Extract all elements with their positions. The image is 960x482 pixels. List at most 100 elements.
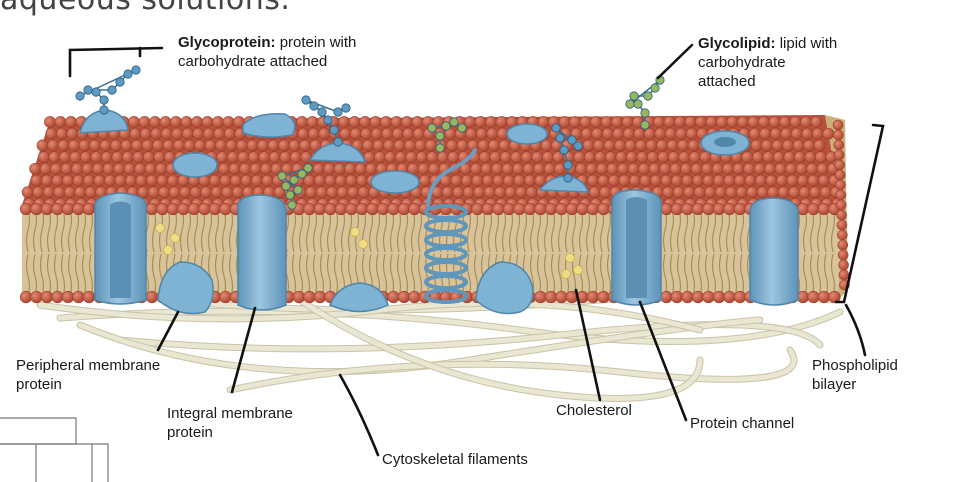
phospholipid-head — [612, 127, 625, 140]
phospholipid-head — [89, 139, 101, 152]
phospholipid-head — [219, 202, 232, 216]
phospholipid-head — [82, 290, 96, 304]
phospholipid-head — [838, 269, 850, 281]
lipid-tail-upper — [312, 209, 318, 253]
phospholipid-head — [202, 127, 215, 140]
phospholipid-head — [336, 186, 349, 199]
lipid-tail-lower — [697, 253, 703, 297]
phospholipid-head — [513, 174, 526, 187]
peripheral-line-1: Peripheral membrane — [16, 357, 161, 374]
phospholipid-head — [705, 116, 718, 128]
phospholipid-head — [828, 290, 841, 304]
phospholipid-head — [662, 186, 675, 199]
phospholipid-head — [226, 151, 239, 164]
phospholipid-head — [819, 186, 832, 199]
phospholipid-head — [177, 202, 190, 216]
phospholipid-head — [345, 174, 358, 187]
phospholipid-head — [597, 290, 610, 304]
phospholipid-head — [397, 202, 411, 216]
protein-top-6-pore — [714, 137, 736, 147]
sugar-green — [293, 185, 303, 195]
lipid-tail-upper — [557, 209, 563, 253]
lipid-tail-upper — [298, 209, 304, 253]
phospholipid-head — [462, 186, 475, 199]
lipid-tail-upper — [725, 209, 731, 253]
phospholipid-head — [50, 162, 63, 175]
phospholipid-head — [225, 139, 238, 152]
phospholipid-head — [685, 127, 698, 140]
sugar-blue — [123, 69, 133, 79]
phospholipid-head — [267, 139, 280, 152]
phospholipid-head — [306, 116, 319, 128]
phospholipid-head — [621, 116, 634, 128]
phospholipid-head — [215, 139, 227, 152]
phospholipid-head — [835, 179, 846, 191]
phospholipid-head — [417, 162, 430, 175]
phospholipid-head — [167, 174, 179, 187]
phospholipid-head — [540, 139, 553, 152]
phospholipid-head — [477, 139, 490, 152]
phospholipid-head — [656, 139, 668, 152]
phospholipid-head — [494, 186, 507, 199]
phospholipid-head — [200, 186, 213, 199]
phospholipid-head — [324, 202, 337, 216]
lipid-tail-lower — [410, 253, 416, 297]
phospholipid-head — [404, 139, 416, 152]
phospholipid-head — [747, 116, 760, 128]
phospholipid-head — [145, 290, 159, 304]
sugar-blue — [91, 87, 101, 97]
phospholipid-head — [240, 174, 253, 187]
lipid-tail-lower — [718, 253, 724, 297]
peripheral-line-2: protein — [16, 376, 62, 393]
phospholipid-head — [725, 186, 738, 199]
phospholipid-head — [228, 162, 241, 175]
lipid-tail-upper — [578, 209, 584, 253]
phospholipid-head — [693, 186, 706, 199]
lipid-tail-lower — [557, 253, 563, 297]
phospholipid-head — [793, 151, 806, 164]
phospholipid-head — [381, 127, 394, 140]
lipid-tail-upper — [662, 209, 668, 253]
phospholipid-head — [384, 151, 397, 164]
lipid-tail-upper — [46, 209, 52, 253]
phospholipid-head — [741, 151, 754, 164]
phospholipid-head — [183, 139, 196, 152]
phospholipid-head — [338, 116, 350, 128]
phospholipid-head — [617, 162, 630, 175]
phospholipid-head — [667, 151, 680, 164]
phospholipid-head — [502, 202, 516, 216]
phospholipid-head — [660, 290, 673, 304]
phospholipid-head — [750, 139, 763, 152]
phospholipid-head — [768, 116, 781, 128]
phospholipid-head — [390, 116, 403, 128]
phospholipid-head — [92, 162, 105, 175]
lipid-tail-lower — [816, 253, 822, 297]
phospholipid-head — [481, 202, 495, 216]
phospholipid-head — [365, 162, 378, 175]
phospholipid-head — [30, 202, 43, 216]
phospholipid-heads — [19, 116, 850, 304]
lipid-tail-upper — [501, 209, 507, 253]
lipid-tail-upper — [690, 209, 696, 253]
phospholipid-head — [312, 162, 325, 175]
phospholipid-head — [288, 139, 301, 152]
phospholipid-head — [191, 116, 203, 128]
phospholipid-head — [822, 127, 835, 140]
phospholipid-head — [78, 139, 91, 152]
phospholipid-head — [664, 127, 677, 140]
phospholipid-head — [300, 151, 313, 164]
phospholipid-head — [150, 127, 163, 140]
sugar-blue — [567, 135, 577, 145]
lipid-tail-upper — [81, 209, 87, 253]
phospholipid-head — [588, 186, 601, 199]
filament — [37, 300, 703, 333]
phospholipid-head — [499, 151, 512, 164]
glycolipid-desc-2: carbohydrate — [698, 54, 786, 71]
phospholipid-head — [53, 186, 66, 199]
phospholipid-head — [510, 151, 523, 164]
lipid-tail-lower — [543, 253, 549, 297]
phospholipid-head — [670, 202, 684, 216]
phospholipid-head — [594, 151, 607, 164]
phospholipid-head — [170, 116, 182, 128]
lipid-tail-upper — [228, 209, 234, 253]
